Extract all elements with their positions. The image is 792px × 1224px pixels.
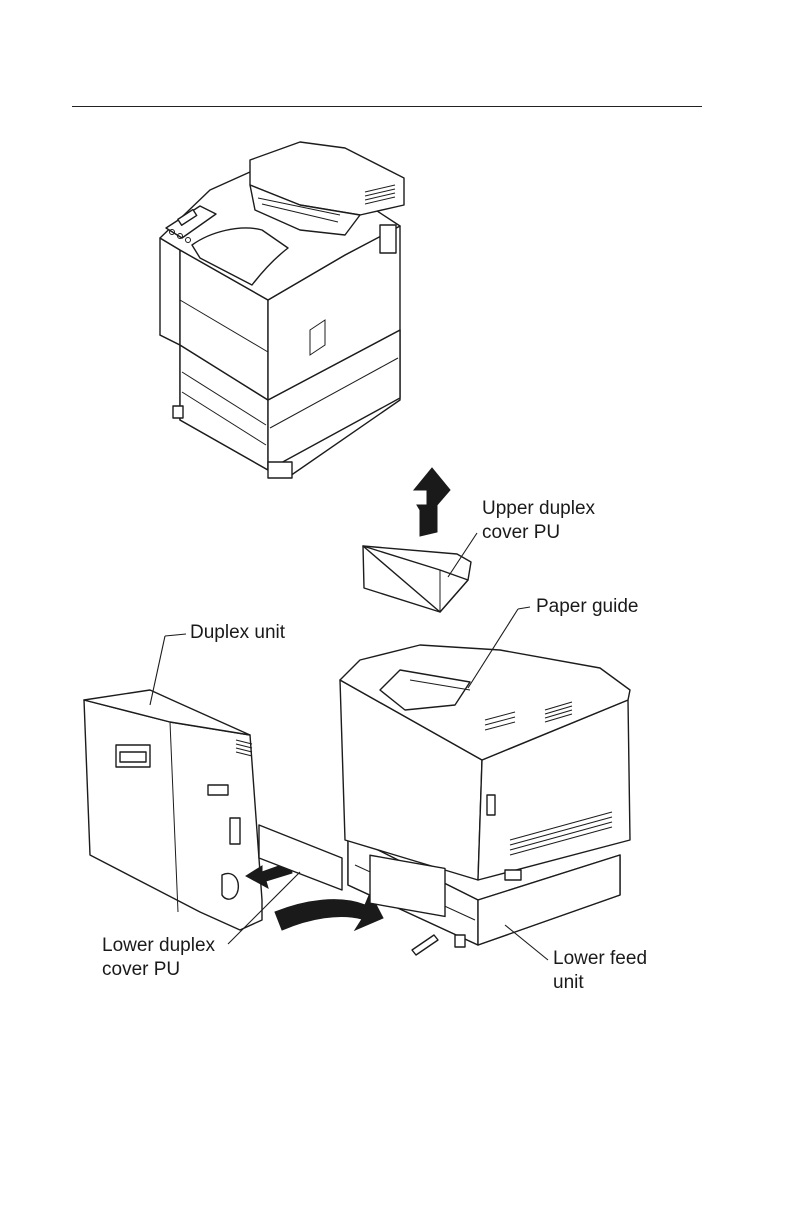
leader-lower-feed bbox=[505, 925, 548, 960]
bottom-printer-drawing bbox=[340, 645, 630, 955]
up-arrow-icon bbox=[414, 468, 450, 536]
upper-duplex-cover-part bbox=[363, 546, 471, 612]
label-paper-guide: Paper guide bbox=[536, 595, 638, 619]
top-printer-drawing bbox=[160, 142, 404, 478]
label-duplex-unit: Duplex unit bbox=[190, 621, 285, 645]
label-lower-duplex-cover: Lower duplex cover PU bbox=[102, 934, 215, 982]
install-arrow-icon bbox=[275, 893, 383, 930]
duplex-unit-drawing bbox=[84, 690, 262, 930]
label-lower-feed-unit: Lower feed unit bbox=[553, 947, 647, 995]
leader-duplex-unit bbox=[165, 634, 186, 636]
lower-duplex-cover-part bbox=[259, 825, 342, 890]
leader-paper-guide bbox=[518, 607, 530, 609]
label-upper-duplex-cover: Upper duplex cover PU bbox=[482, 497, 595, 545]
